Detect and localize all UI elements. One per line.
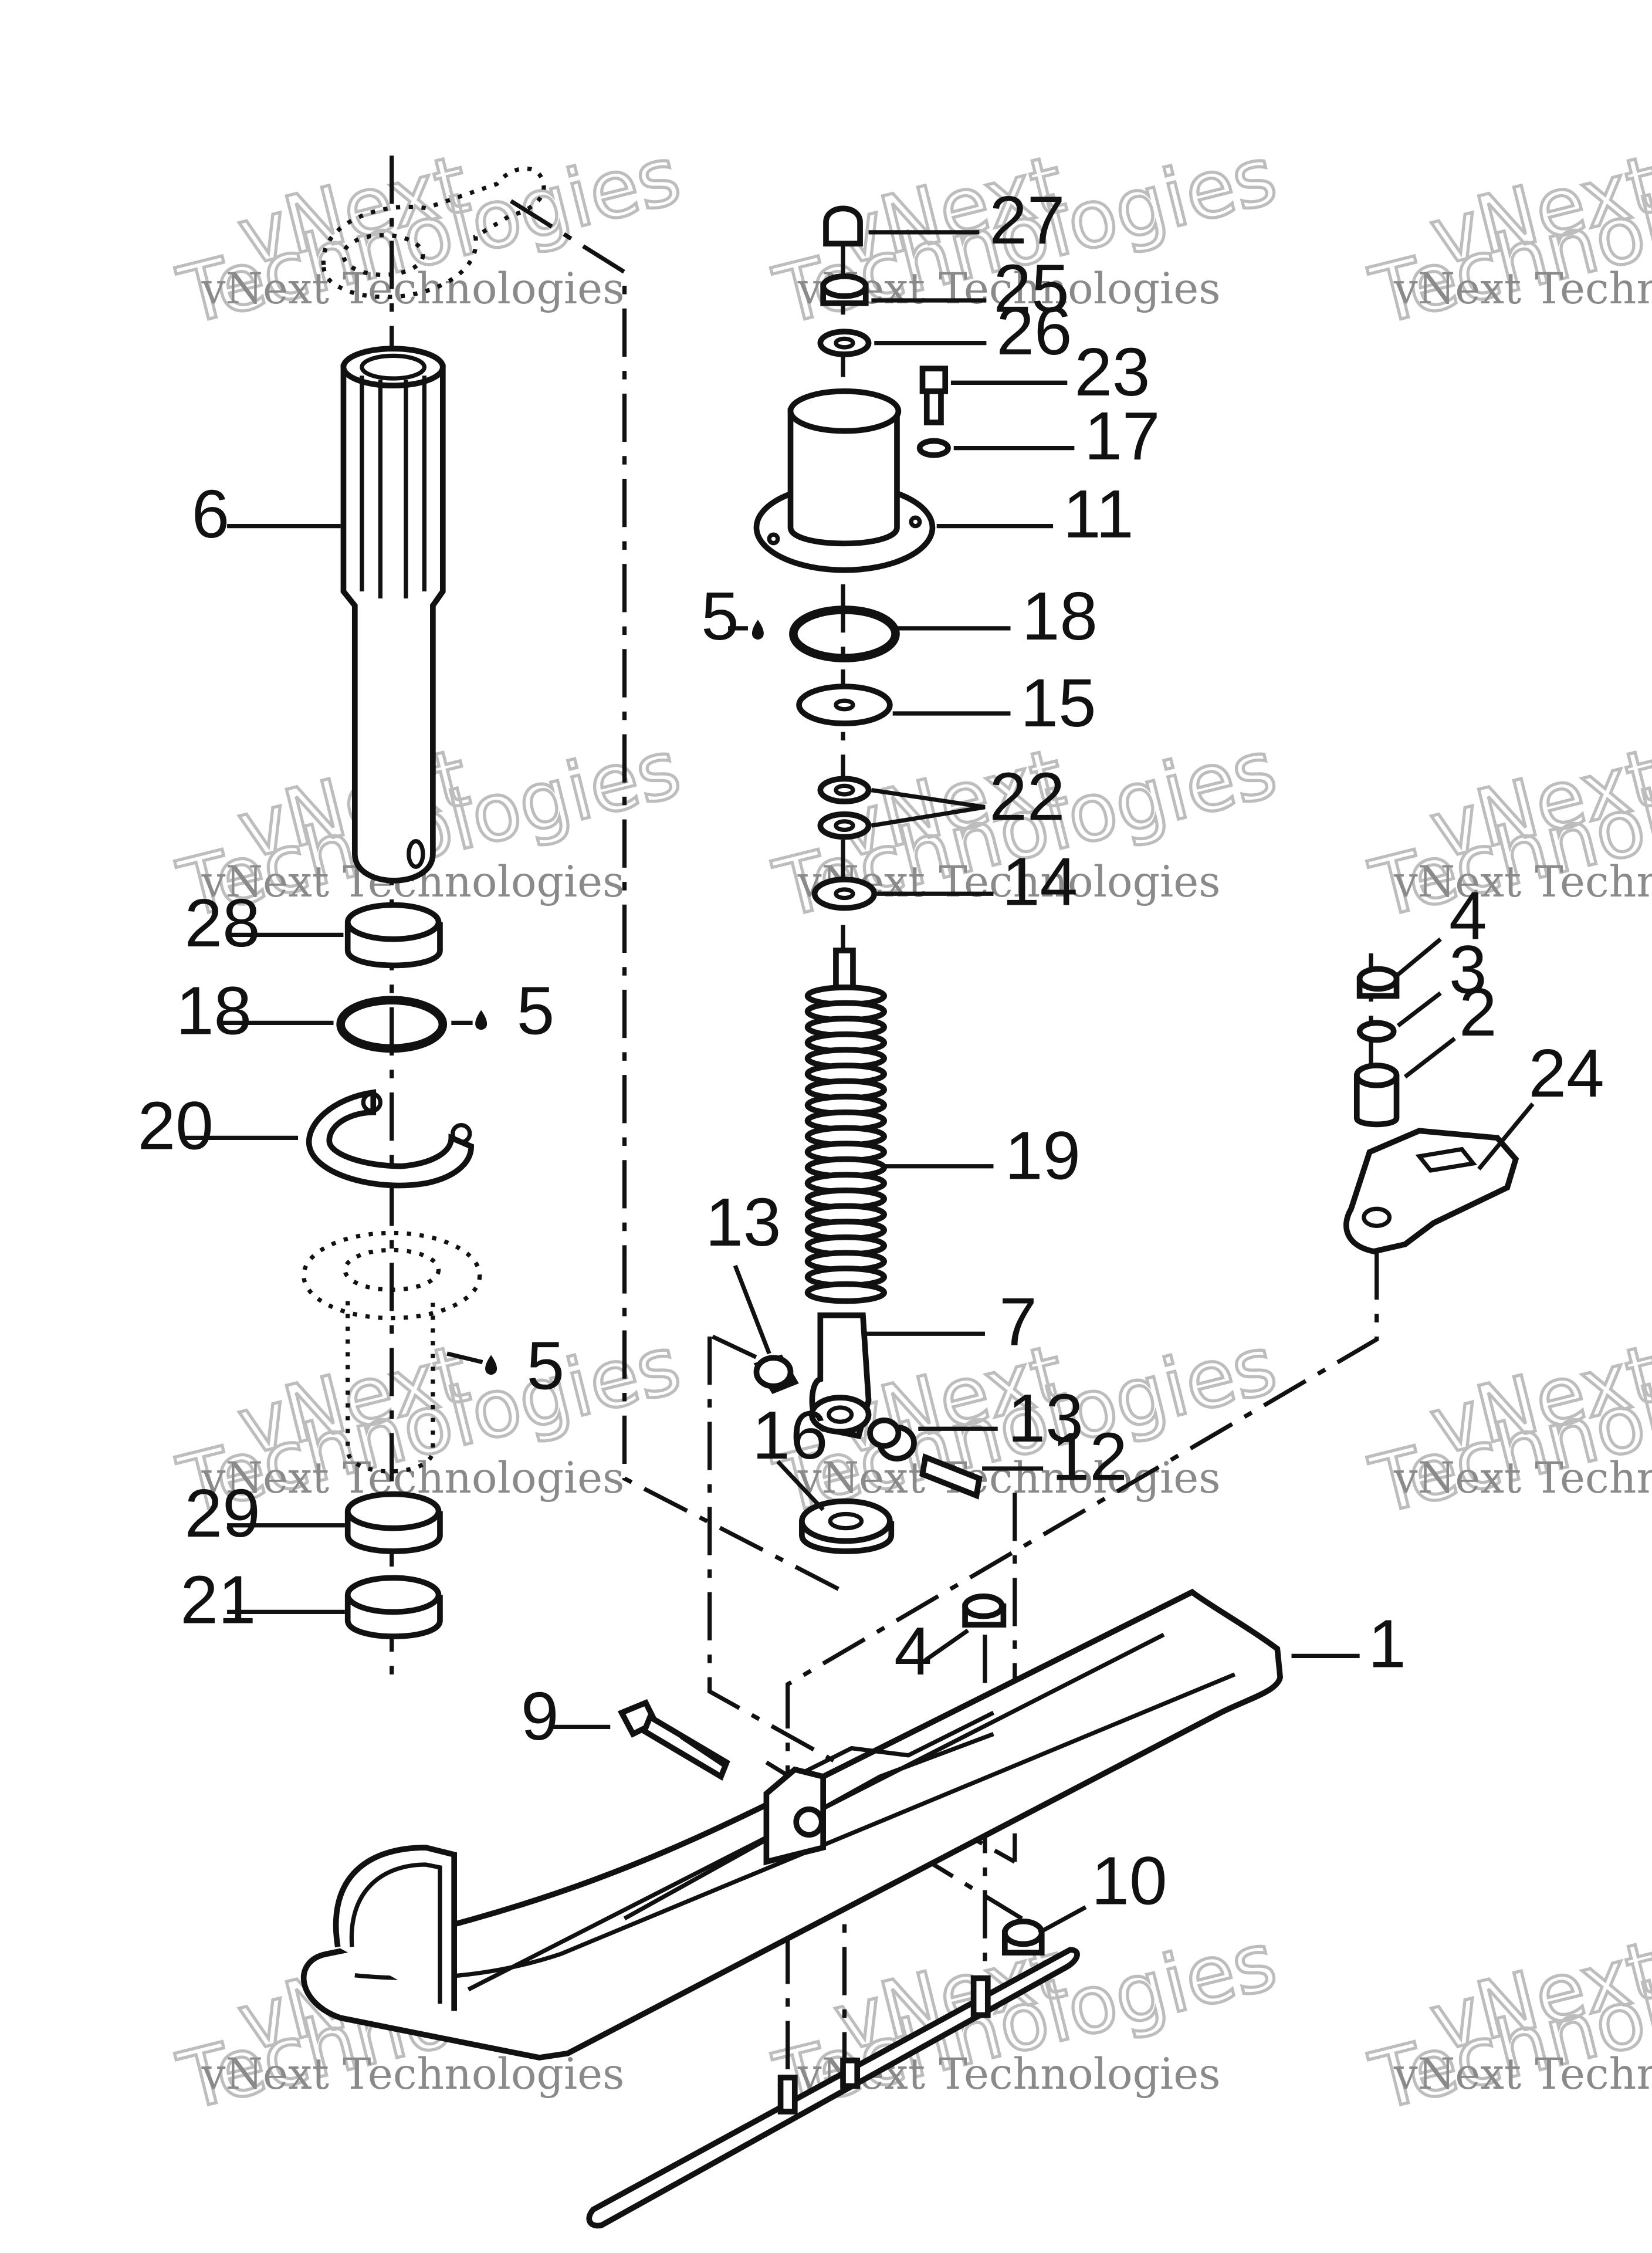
- spindle: [340, 346, 446, 884]
- cup-washer: [796, 684, 893, 726]
- washers-pair: [817, 776, 872, 840]
- lock-washer: [916, 438, 951, 458]
- callout-22: 22: [989, 758, 1065, 834]
- pin: [919, 1453, 983, 1500]
- watermark: Technologies vNext vNext Technologies: [1361, 1913, 1652, 2129]
- bushing-right: [867, 1417, 917, 1462]
- callout-15: 15: [1020, 665, 1096, 741]
- nut-top: [820, 273, 869, 306]
- o-ring-right: [789, 605, 900, 662]
- grease-icon: [751, 620, 764, 640]
- callout-12: 12: [1052, 1418, 1128, 1494]
- callout-16: 16: [752, 1397, 828, 1473]
- runner: [586, 1947, 1080, 2229]
- ski: [301, 1588, 1284, 2061]
- housing: [753, 388, 936, 573]
- spacer: [799, 1498, 895, 1554]
- shock-spring: [804, 948, 888, 1304]
- callout-2: 2: [1459, 974, 1497, 1050]
- callout-25: 25: [993, 250, 1069, 326]
- callout-13-left: 13: [705, 1184, 781, 1260]
- cap: [823, 205, 863, 247]
- callout-5-right: 5: [701, 578, 739, 654]
- screw: [919, 366, 949, 425]
- callout-17: 17: [1084, 398, 1160, 474]
- bolt: [617, 1699, 730, 1781]
- callout-4-bracket: 4: [1449, 878, 1487, 954]
- svg-text:vNext Technologies: vNext Technologies: [1393, 858, 1652, 907]
- flat-washer: [811, 877, 878, 911]
- callout-23: 23: [1074, 334, 1150, 410]
- grease-icon: [485, 1355, 497, 1375]
- callout-11: 11: [1063, 476, 1134, 552]
- watermark: Technologies vNext vNext Technologies: [1361, 127, 1652, 344]
- svg-text:vNext Technologies: vNext Technologies: [201, 265, 625, 314]
- watermark: Technologies vNext vNext Technologies: [1361, 720, 1652, 937]
- watermark: Technologies vNext vNext Technologies: [765, 1913, 1287, 2129]
- washer-top: [817, 329, 872, 357]
- callout-1: 1: [1368, 1606, 1406, 1682]
- callout-18-right: 18: [1022, 578, 1098, 654]
- callout-7: 7: [999, 1284, 1037, 1360]
- bushing-left: [753, 1354, 799, 1394]
- nut-runner: [1001, 1918, 1045, 1956]
- callout-28: 28: [185, 885, 260, 961]
- bushing-upper: [344, 902, 443, 969]
- callout-4-ski: 4: [894, 1613, 932, 1689]
- callout-5-left-upper: 5: [517, 973, 555, 1049]
- bushing-mid: [344, 1491, 443, 1554]
- shock-body: [808, 1312, 872, 1440]
- retaining-ring: [306, 1089, 475, 1189]
- housing-left: [302, 1230, 482, 1474]
- spacer-bracket: [1353, 1063, 1400, 1128]
- callout-13-right: 13: [1008, 1380, 1084, 1456]
- watermark: Technologies vNext vNext Technologies: [765, 127, 1287, 344]
- callout-5-left-lower: 5: [527, 1328, 565, 1404]
- steering-arm: [321, 166, 546, 299]
- spring-coil: [804, 1281, 888, 1304]
- svg-text:vNext Technologies: vNext Technologies: [201, 2050, 625, 2099]
- callout-6: 6: [192, 476, 230, 552]
- nut-bracket: [1356, 966, 1400, 999]
- svg-text:vNext Technologies: vNext Technologies: [1393, 265, 1652, 314]
- bushing-lower: [344, 1575, 443, 1639]
- callout-9: 9: [521, 1678, 559, 1754]
- watermark: Technologies vNext vNext Technologies: [1361, 1317, 1652, 1533]
- svg-text:vNext Technologies: vNext Technologies: [1393, 2050, 1652, 2099]
- nut-ski: [962, 1593, 1007, 1628]
- svg-text:vNext Technologies: vNext Technologies: [1393, 1454, 1652, 1503]
- svg-text:vNext Technologies: vNext Technologies: [797, 1454, 1221, 1503]
- grease-icon: [475, 1010, 488, 1030]
- callout-10: 10: [1091, 1843, 1167, 1919]
- watermark: Technologies vNext vNext Technologies: [169, 127, 690, 344]
- leader-lines: [184, 230, 1535, 1935]
- washer-bracket: [1356, 1020, 1397, 1043]
- callout-19: 19: [1005, 1118, 1081, 1194]
- callout-18-left: 18: [176, 973, 252, 1049]
- callout-20: 20: [138, 1088, 214, 1164]
- callout-29: 29: [185, 1475, 260, 1551]
- callout-3: 3: [1449, 932, 1487, 1008]
- bracket: [1343, 1128, 1519, 1254]
- callout-14: 14: [1002, 844, 1078, 920]
- callout-26: 26: [996, 293, 1072, 369]
- callout-24: 24: [1529, 1035, 1604, 1111]
- callout-21: 21: [180, 1562, 256, 1638]
- callout-27: 27: [989, 182, 1065, 258]
- o-ring-left: [336, 996, 448, 1053]
- callouts: 27 25 26 23 17 11 18 5 15 22 14 19 7 13 …: [138, 182, 1604, 1919]
